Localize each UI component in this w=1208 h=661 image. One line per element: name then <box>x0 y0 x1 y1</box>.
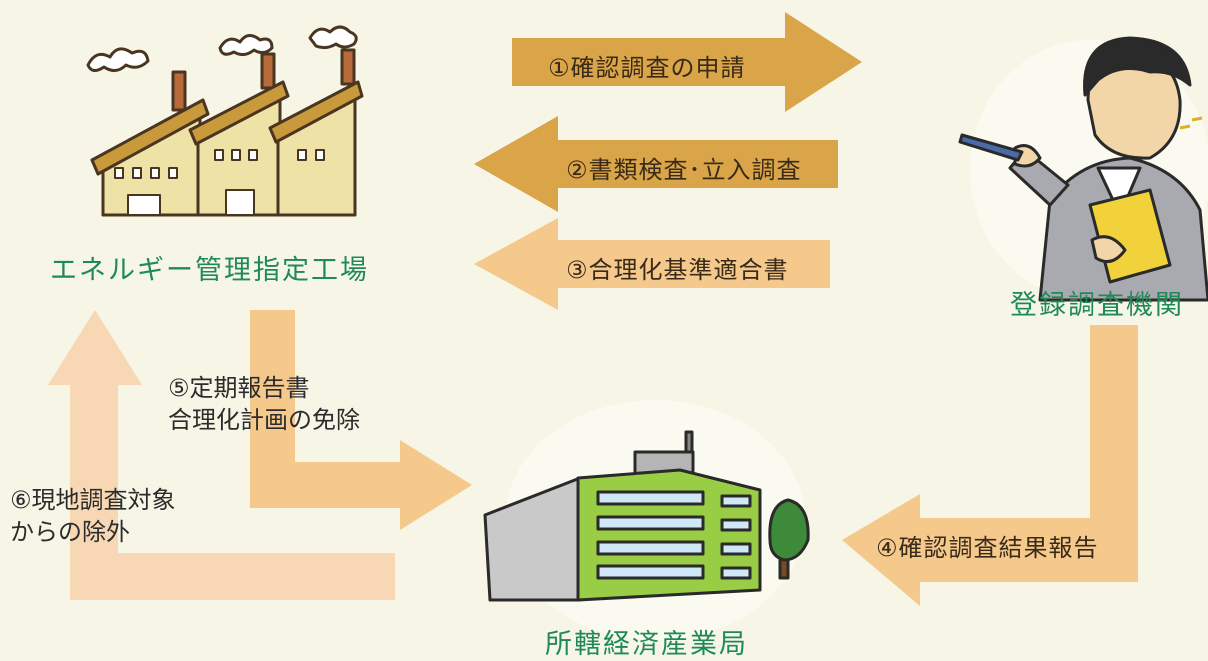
arrow-step2 <box>474 116 838 212</box>
step4-label: ④確認調査結果報告 <box>876 534 1099 562</box>
step5-line1: ⑤定期報告書 <box>168 374 310 402</box>
step5-line2: 合理化計画の免除 <box>168 406 360 434</box>
step6-label: ⑥現地調査対象 からの除外 <box>10 484 176 548</box>
factory-icon <box>86 25 364 217</box>
step5-label: ⑤定期報告書 合理化計画の免除 <box>168 372 360 436</box>
office-building-icon <box>483 430 810 602</box>
bureau-label: 所轄経済産業局 <box>545 629 748 660</box>
factory-label: エネルギー管理指定工場 <box>50 255 369 286</box>
step3-label: ③合理化基準適合書 <box>566 256 789 284</box>
step6-line2: からの除外 <box>10 518 130 546</box>
step1-label: ①確認調査の申請 <box>548 54 746 82</box>
arrow-step4 <box>842 325 1138 606</box>
step6-line1: ⑥現地調査対象 <box>10 486 176 514</box>
arrow-step1 <box>512 12 862 112</box>
agency-label: 登録調査機関 <box>1010 290 1184 321</box>
step2-label: ②書類検査･立入調査 <box>566 156 802 184</box>
inspector-person-icon <box>958 36 1208 302</box>
arrow-step5 <box>250 310 472 530</box>
arrow-step6 <box>48 310 395 600</box>
arrow-step3 <box>474 218 830 310</box>
